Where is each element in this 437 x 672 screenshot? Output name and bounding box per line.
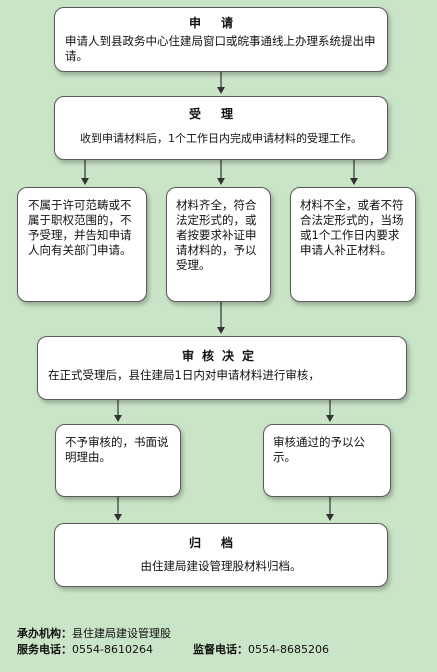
step-apply-title: 申请 xyxy=(188,16,253,30)
branch-accepted-text: 材料齐全，符合法定形式的，或者按要求补证申请材料的，予以受理。 xyxy=(176,198,257,272)
result-reject: 不予审核的，书面说明理由。 xyxy=(55,424,181,497)
step-archive-text: 由住建局建设管理股材料归档。 xyxy=(140,559,302,573)
footer-service-phone: 服务电话：0554-8610264 xyxy=(17,642,153,657)
step-accept-text: 收到申请材料后，1个工作日内完成申请材料的受理工作。 xyxy=(80,132,362,145)
footer-service-value: 0554-8610264 xyxy=(72,643,153,656)
branch-supplement: 材料不全，或者不符合法定形式的，当场或1个工作日内要求申请人补正材料。 xyxy=(290,187,416,302)
footer-supervise-value: 0554-8685206 xyxy=(248,643,329,656)
footer-org-label: 承办机构： xyxy=(17,627,72,640)
result-approve-text: 审核通过的予以公示。 xyxy=(273,435,365,464)
step-review-text: 在正式受理后，县住建局1日内对申请材料进行审核， xyxy=(48,368,320,382)
footer-org: 承办机构：县住建局建设管理股 xyxy=(17,626,171,641)
step-apply-text: 申请人到县政务中心住建局窗口或皖事通线上办理系统提出申请。 xyxy=(65,34,376,63)
step-apply: 申请 申请人到县政务中心住建局窗口或皖事通线上办理系统提出申请。 xyxy=(54,7,388,72)
branch-not-accepted-text: 不属于许可范畴或不属于职权范围的，不予受理，并告知申请人向有关部门申请。 xyxy=(28,198,132,257)
footer-supervise-phone: 监督电话：0554-8685206 xyxy=(193,642,329,657)
branch-accepted: 材料齐全，符合法定形式的，或者按要求补证申请材料的，予以受理。 xyxy=(166,187,271,302)
footer-org-value: 县住建局建设管理股 xyxy=(72,627,171,640)
result-approve: 审核通过的予以公示。 xyxy=(263,424,391,497)
branch-supplement-text: 材料不全，或者不符合法定形式的，当场或1个工作日内要求申请人补正材料。 xyxy=(300,198,404,257)
branch-not-accepted: 不属于许可范畴或不属于职权范围的，不予受理，并告知申请人向有关部门申请。 xyxy=(17,187,147,302)
step-archive: 归档 由住建局建设管理股材料归档。 xyxy=(54,523,388,587)
step-review-title: 审核决定 xyxy=(181,349,262,363)
step-accept: 受理 收到申请材料后，1个工作日内完成申请材料的受理工作。 xyxy=(54,96,388,160)
footer-supervise-label: 监督电话： xyxy=(193,643,248,656)
footer-service-label: 服务电话： xyxy=(17,643,72,656)
step-archive-title: 归档 xyxy=(188,536,253,550)
result-reject-text: 不予审核的，书面说明理由。 xyxy=(65,435,169,464)
step-review: 审核决定 在正式受理后，县住建局1日内对申请材料进行审核， xyxy=(37,336,407,400)
step-accept-title: 受理 xyxy=(188,107,253,121)
